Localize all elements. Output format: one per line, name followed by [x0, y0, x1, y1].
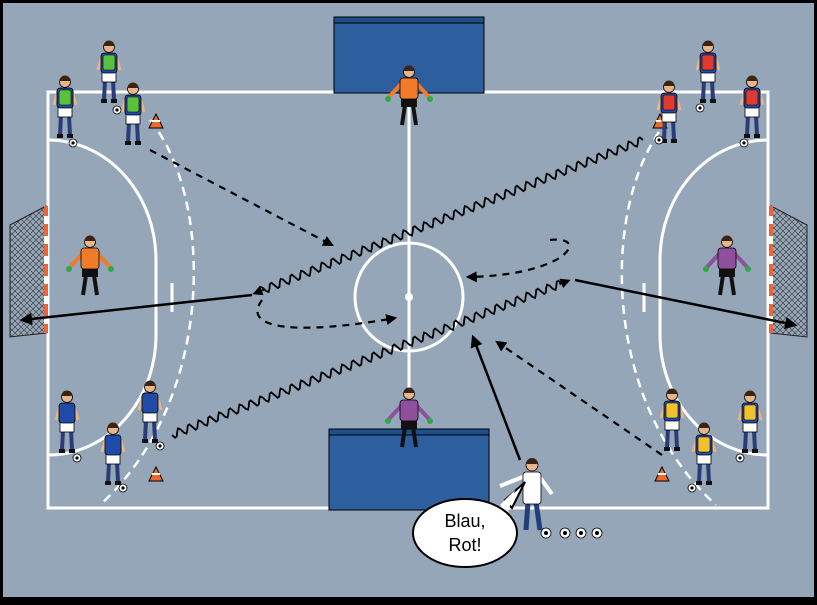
left-goal: [9, 205, 48, 338]
yellow-bib-player: [735, 390, 763, 463]
keeper-top-orange: [385, 65, 433, 126]
ball-icon: [118, 483, 128, 493]
green-bib-player: [52, 75, 78, 148]
blue-shirt-player: [54, 390, 82, 463]
pass-arrow-right: [574, 278, 798, 330]
ball-icon: [559, 527, 571, 539]
red-bib-player: [654, 80, 682, 145]
dashed-arcs: [99, 119, 717, 506]
ball-icon: [695, 103, 705, 113]
keeper-bottom-purple: [385, 387, 433, 448]
dribble-path-top-right: [258, 136, 644, 294]
ball-icon: [739, 138, 749, 148]
run-arrow-curl-left: [256, 299, 398, 329]
ball-icon: [591, 527, 603, 539]
ball-icon: [72, 453, 82, 463]
keeper-left-orange: [66, 235, 114, 296]
run-arrows: [149, 149, 663, 456]
speech-line-1: Blau,: [444, 511, 485, 531]
green-bib-player: [96, 40, 122, 103]
ball-icon: [735, 453, 745, 463]
speech-bubble: Blau, Rot!: [412, 481, 526, 568]
keeper-right-purple: [703, 235, 751, 296]
blue-shirt-player: [100, 422, 128, 493]
speech-line-2: Rot!: [448, 535, 481, 555]
players: [52, 40, 765, 539]
ball-icon: [540, 527, 552, 539]
red-bib-player: [695, 40, 721, 113]
dribble-paths: [171, 136, 644, 439]
bottom-goal: [328, 428, 490, 511]
pass-arrows: [19, 278, 798, 461]
cone: [654, 465, 670, 482]
ball-icon: [68, 138, 78, 148]
yellow-bib-player: [659, 388, 685, 451]
center-spot: [405, 293, 413, 301]
pass-arrow-left: [19, 293, 253, 326]
cone: [148, 112, 164, 129]
ball-icon: [155, 441, 165, 451]
ball-icon: [654, 135, 664, 145]
coach-pass-arrow: [470, 334, 522, 461]
ball-icon: [575, 527, 587, 539]
dribble-path-bottom-left: [171, 279, 566, 439]
cone: [148, 465, 164, 482]
blue-shirt-player: [137, 380, 165, 451]
ball-icon: [112, 105, 122, 115]
ball-icon: [687, 483, 697, 493]
red-bib-player: [739, 75, 765, 148]
green-bib-player: [112, 82, 146, 145]
yellow-bib-player: [687, 422, 717, 493]
run-arrow-top-left: [149, 149, 334, 247]
right-goal: [769, 205, 808, 338]
